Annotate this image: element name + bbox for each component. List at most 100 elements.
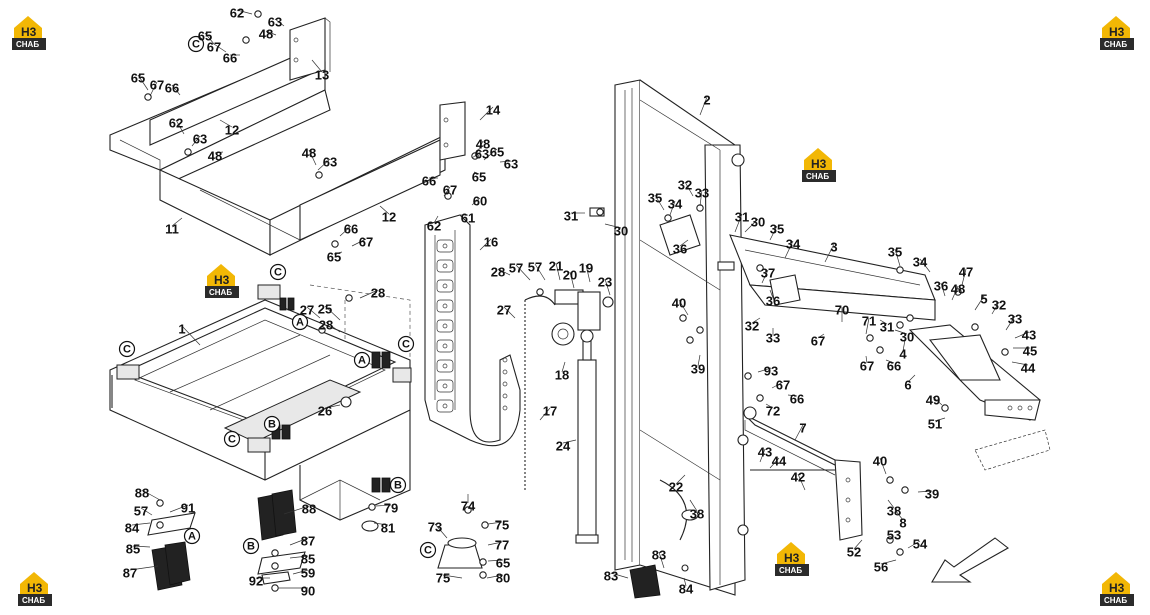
zone-mark-letter: C — [424, 544, 432, 556]
part-number-label: 83 — [604, 568, 618, 583]
part-number-label: 43 — [758, 444, 772, 459]
part-number-label: 36 — [766, 293, 780, 308]
part-number-label: 3 — [830, 239, 837, 254]
part-number-label: 49 — [926, 392, 940, 407]
zone-mark: C — [397, 335, 415, 353]
part-number-label: 91 — [181, 500, 195, 515]
part-number-label: 88 — [135, 485, 149, 500]
part-number-label: 39 — [691, 361, 705, 376]
part-number-label: 79 — [384, 500, 398, 515]
part-number-label: 66 — [887, 358, 901, 373]
part-number-label: 40 — [873, 453, 887, 468]
part-number-label: 87 — [123, 565, 137, 580]
part-number-label: 28 — [491, 264, 505, 279]
zone-mark: C — [223, 430, 241, 448]
part-number-label: 67 — [207, 39, 221, 54]
part-number-label: 48 — [302, 145, 316, 160]
part-number-label: 13 — [315, 67, 329, 82]
zone-mark: C — [269, 263, 287, 281]
part-number-label: 67 — [359, 234, 373, 249]
part-number-label: 39 — [925, 486, 939, 501]
zone-mark-letter: C — [274, 266, 282, 278]
part-number-label: 73 — [428, 519, 442, 534]
part-number-label: 65 — [496, 555, 510, 570]
part-number-label: 25 — [318, 301, 332, 316]
part-number-label: 6 — [904, 377, 911, 392]
part-number-label: 77 — [495, 537, 509, 552]
part-number-label: 45 — [1023, 343, 1037, 358]
part-number-label: 66 — [790, 391, 804, 406]
part-number-label: 28 — [319, 317, 333, 332]
part-number-label: 54 — [913, 536, 928, 551]
part-number-label: 60 — [473, 193, 487, 208]
zone-mark-letter: A — [188, 530, 196, 542]
part-number-label: 75 — [495, 517, 509, 532]
mast — [614, 79, 749, 596]
zone-mark: C — [419, 541, 437, 559]
part-number-label: 35 — [888, 244, 902, 259]
part-number-label: 67 — [811, 333, 825, 348]
part-number-label: 34 — [668, 196, 683, 211]
lift-cylinder — [575, 329, 599, 544]
base-frame — [109, 284, 412, 521]
zone-mark: C — [187, 35, 205, 53]
part-number-label: 33 — [695, 185, 709, 200]
part-number-label: 62 — [169, 115, 183, 130]
part-number-label: 65 — [131, 70, 145, 85]
zone-mark-letter: C — [192, 38, 200, 50]
drag-chain — [424, 214, 556, 490]
part-number-label: 34 — [786, 236, 801, 251]
logo-caption: CHAБ — [16, 40, 39, 49]
logo-caption: CHAБ — [209, 288, 232, 297]
part-number-label: 26 — [318, 403, 332, 418]
part-number-label: 53 — [887, 527, 901, 542]
fasteners — [144, 10, 1009, 592]
logo-caption: CHAБ — [779, 566, 802, 575]
part-number-label: 88 — [302, 501, 316, 516]
part-number-label: 72 — [766, 403, 780, 418]
logo-mark: H3 — [811, 157, 827, 171]
part-number-label: 63 — [323, 154, 337, 169]
part-number-label: 5 — [980, 291, 987, 306]
part-number-label: 31 — [564, 208, 578, 223]
zone-mark: A — [183, 527, 201, 545]
part-number-label: 52 — [847, 544, 861, 559]
leader-lines — [129, 9, 1030, 589]
part-number-label: 48 — [951, 281, 965, 296]
zone-mark-letter: C — [228, 433, 236, 445]
part-number-label: 74 — [461, 498, 476, 513]
part-number-label: 66 — [344, 221, 358, 236]
zone-mark-letter: B — [394, 479, 402, 491]
part-number-label: 34 — [913, 254, 928, 269]
part-number-label: 32 — [992, 297, 1006, 312]
zone-mark: B — [263, 415, 281, 433]
part-number-label: 36 — [934, 278, 948, 293]
part-number-label: 90 — [301, 583, 315, 598]
zone-mark: C — [118, 340, 136, 358]
part-number-label: 22 — [669, 479, 683, 494]
sheave-assembly — [551, 207, 735, 346]
part-number-label: 66 — [422, 173, 436, 188]
part-number-label: 71 — [862, 313, 876, 328]
part-number-label: 30 — [751, 214, 765, 229]
part-number-label: 38 — [887, 503, 901, 518]
part-number-label: 85 — [126, 541, 140, 556]
part-number-label: 40 — [672, 295, 686, 310]
zone-mark: A — [291, 313, 309, 331]
zone-mark-letter: A — [296, 316, 304, 328]
part-number-label: 65 — [472, 169, 486, 184]
part-number-label: 67 — [860, 358, 874, 373]
part-number-label: 1 — [178, 321, 185, 336]
zone-mark-letter: B — [247, 540, 255, 552]
part-number-label: 33 — [766, 330, 780, 345]
part-number-label: 80 — [496, 570, 510, 585]
part-number-label: 12 — [382, 209, 396, 224]
part-number-label: 24 — [556, 438, 571, 453]
cable-tray — [109, 17, 466, 256]
part-number-label: 63 — [268, 14, 282, 29]
part-number-label: 47 — [959, 264, 973, 279]
